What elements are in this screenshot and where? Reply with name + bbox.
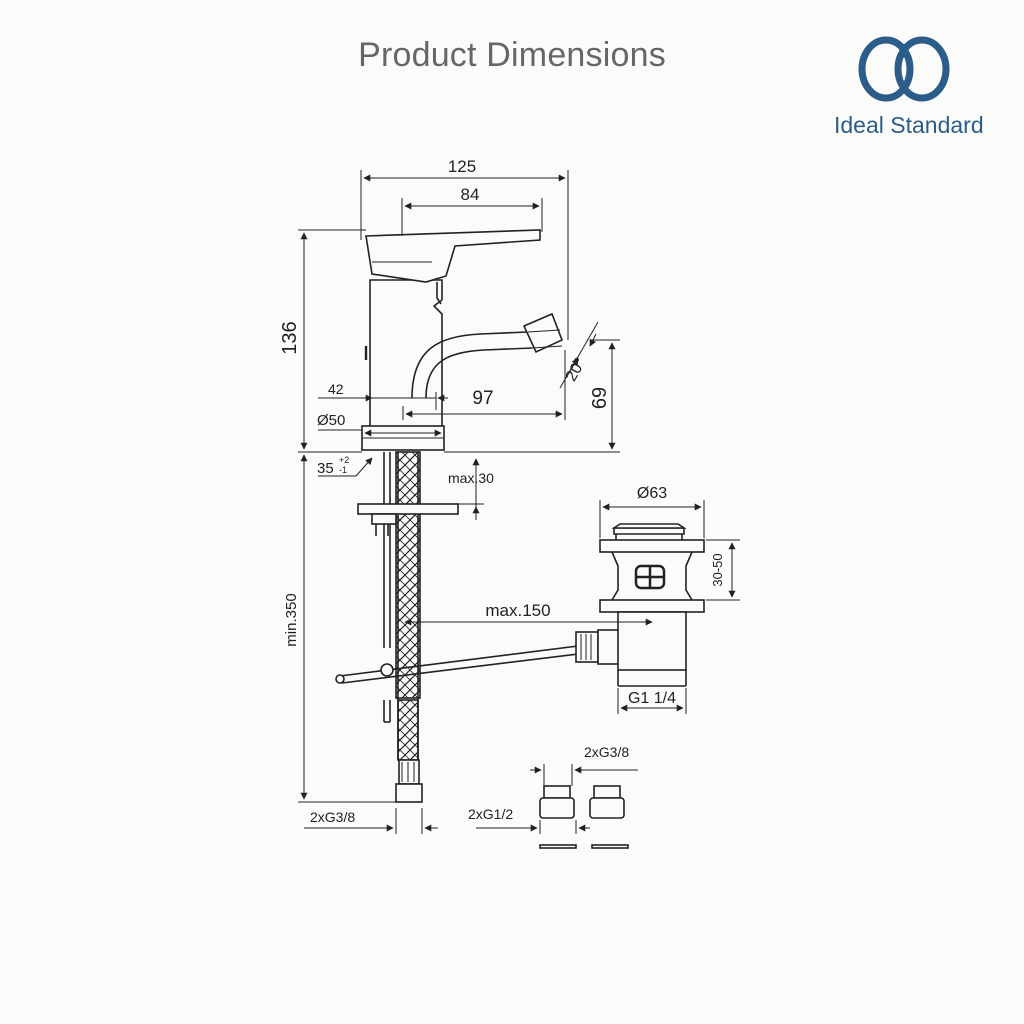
- dim-max-150: max.150: [485, 601, 550, 620]
- mounting-bracket: [357, 503, 459, 536]
- dim-hose-thread: 2xG3/8: [310, 809, 355, 825]
- dim-42: 42: [328, 381, 344, 397]
- pull-rod: [335, 629, 621, 684]
- dim-63: Ø63: [637, 485, 667, 502]
- dim-hole-35: 35: [317, 460, 334, 477]
- dim-hole-tol-plus: +2: [339, 455, 349, 465]
- dim-30-50: 30-50: [710, 553, 725, 586]
- dim-125: 125: [448, 157, 476, 176]
- dim-84: 84: [461, 185, 480, 204]
- faucet-body: [361, 229, 541, 451]
- supply-hose: [383, 451, 423, 803]
- dim-adapter-g1-2: 2xG1/2: [468, 806, 513, 822]
- brand-name: Ideal Standard: [834, 112, 984, 138]
- dim-97: 97: [472, 388, 493, 409]
- dim-adapter-g3-8: 2xG3/8: [584, 744, 629, 760]
- dim-min-350: min.350: [283, 593, 300, 646]
- brand-logo-icon: [858, 36, 950, 102]
- dim-136: 136: [279, 321, 301, 354]
- dim-max-30: max.30: [448, 470, 494, 486]
- dim-20-deg: 20°: [563, 355, 590, 384]
- dim-hole-tol-minus: -1: [339, 465, 347, 475]
- thread-adapters: [539, 785, 629, 849]
- dim-base-diameter: Ø50: [317, 412, 345, 429]
- dimension-lines: [298, 170, 740, 834]
- dim-69: 69: [589, 387, 611, 409]
- page-title: Product Dimensions: [358, 36, 666, 74]
- dim-g1-1-4: G1 1/4: [628, 690, 676, 707]
- spout: [411, 312, 564, 399]
- dimension-labels: 125 84 136 20° 69 97 42 Ø50 35 +2 -1 max…: [279, 157, 725, 825]
